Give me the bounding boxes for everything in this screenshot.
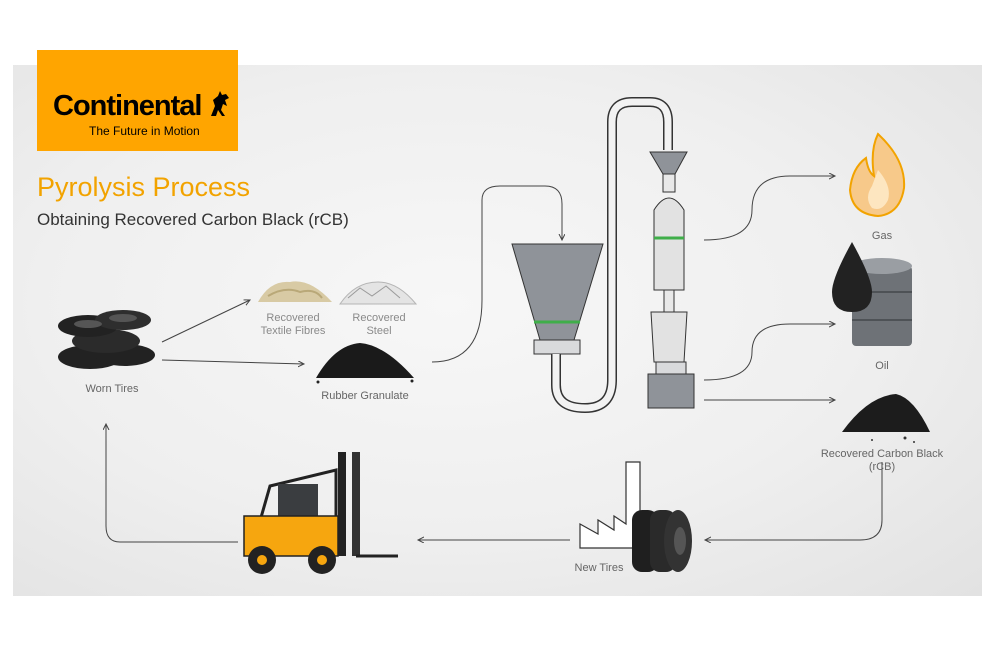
flow-arrows [106,176,883,542]
label-worn-tires: Worn Tires [85,383,139,395]
oil-drop-icon [832,242,872,312]
factory-icon [579,461,641,549]
diagram-background [13,65,982,596]
continental-logo: Continental The Future in Motion [37,50,238,151]
steel-pile-icon [339,281,418,305]
tire-icon [632,510,692,572]
tire-stack-icon [58,310,155,369]
rubber-pile-icon [316,343,414,384]
label-rubber-granulate: Rubber Granulate [321,390,409,402]
label-oil: Oil [875,360,889,372]
label-gas: Gas [871,230,893,242]
carbon-pile-icon [842,394,930,443]
label-rcb: Recovered Carbon Black (rCB) [820,448,944,473]
hopper-icon [511,243,604,355]
logo-tagline: The Future in Motion [89,124,200,138]
textile-pile-icon [258,281,332,302]
reactor-icon [647,151,695,409]
diagram-subtitle: Obtaining Recovered Carbon Black (rCB) [37,210,349,229]
flame-icon [848,132,906,218]
label-steel: Recovered Steel [352,312,406,337]
diagram-title: Pyrolysis Process [37,172,251,202]
label-textile-fibres: Recovered Textile Fibres [260,312,326,337]
forklift-icon [243,452,398,574]
logo-wordmark: Continental [53,90,202,122]
label-new-tires: New Tires [574,562,624,574]
horse-icon [211,91,229,116]
